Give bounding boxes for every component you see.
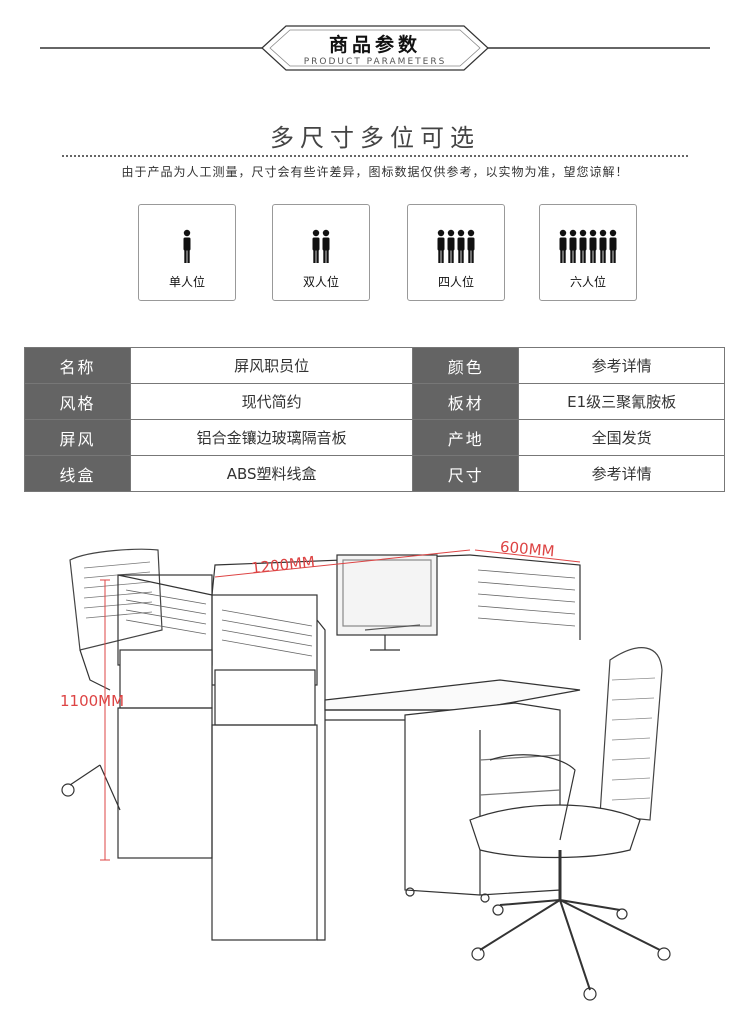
sizes-notice: 由于产品为人工测量，尺寸会有些许差异，图标数据仅供参考，以实物为准，望您谅解！ (121, 165, 629, 179)
person-icon (183, 229, 191, 263)
person-icon (559, 229, 567, 263)
param-key: 尺寸 (412, 455, 520, 492)
person-icon (437, 229, 445, 263)
height-dimension-label: 1100MM (60, 692, 125, 710)
people-icons (408, 229, 504, 263)
person-icon (457, 229, 465, 263)
param-key: 产地 (412, 419, 520, 456)
param-key: 线盒 (24, 455, 131, 492)
person-icon (312, 229, 320, 263)
param-value: 铝合金镶边玻璃隔音板 (129, 419, 414, 456)
table-row: 屏风 铝合金镶边玻璃隔音板 产地 全国发货 (24, 419, 725, 456)
people-icons (540, 229, 636, 263)
person-icon (579, 229, 587, 263)
param-value: 屏风职员位 (129, 347, 414, 384)
person-icon (589, 229, 597, 263)
person-icon (569, 229, 577, 263)
size-option-double[interactable]: 双人位 (272, 204, 370, 301)
header-frame-icon (40, 25, 710, 71)
param-value: 现代简约 (129, 383, 414, 420)
person-icon (609, 229, 617, 263)
divider (62, 155, 688, 157)
person-icon (322, 229, 330, 263)
param-value: 参考详情 (518, 455, 725, 492)
param-value: 全国发货 (518, 419, 725, 456)
size-option-single[interactable]: 单人位 (138, 204, 236, 301)
table-row: 线盒 ABS塑料线盒 尺寸 参考详情 (24, 455, 725, 492)
param-value: E1级三聚氰胺板 (518, 383, 725, 420)
size-options: 单人位 双人位 四人位 六人位 (0, 204, 750, 302)
size-option-four[interactable]: 四人位 (407, 204, 505, 301)
size-option-label: 单人位 (168, 275, 205, 289)
person-icon (599, 229, 607, 263)
param-value: 参考详情 (518, 347, 725, 384)
size-option-six[interactable]: 六人位 (539, 204, 637, 301)
header-title: 商品参数 (328, 34, 421, 56)
param-key: 屏风 (24, 419, 131, 456)
people-icons (273, 229, 369, 263)
workstation-illustration: 1200MM 600MM 1100MM (0, 520, 750, 1009)
section-header: 商品参数 PRODUCT PARAMETERS (0, 20, 750, 80)
table-row: 名称 屏风职员位 颜色 参考详情 (24, 347, 725, 384)
param-key: 颜色 (412, 347, 520, 384)
parameters-table: 名称 屏风职员位 颜色 参考详情 风格 现代简约 板材 E1级三聚氰胺板 屏风 … (24, 347, 725, 492)
person-icon (447, 229, 455, 263)
workstation-sketch-icon (61, 548, 671, 1001)
person-icon (467, 229, 475, 263)
header-subtitle: PRODUCT PARAMETERS (303, 57, 447, 67)
size-option-label: 六人位 (569, 275, 606, 289)
size-option-label: 四人位 (437, 275, 474, 289)
size-option-label: 双人位 (302, 275, 339, 289)
table-row: 风格 现代简约 板材 E1级三聚氰胺板 (24, 383, 725, 420)
param-key: 风格 (24, 383, 131, 420)
param-key: 名称 (24, 347, 131, 384)
param-value: ABS塑料线盒 (129, 455, 414, 492)
people-icons (139, 229, 235, 263)
param-key: 板材 (412, 383, 520, 420)
sizes-title: 多尺寸多位可选 (270, 124, 480, 152)
